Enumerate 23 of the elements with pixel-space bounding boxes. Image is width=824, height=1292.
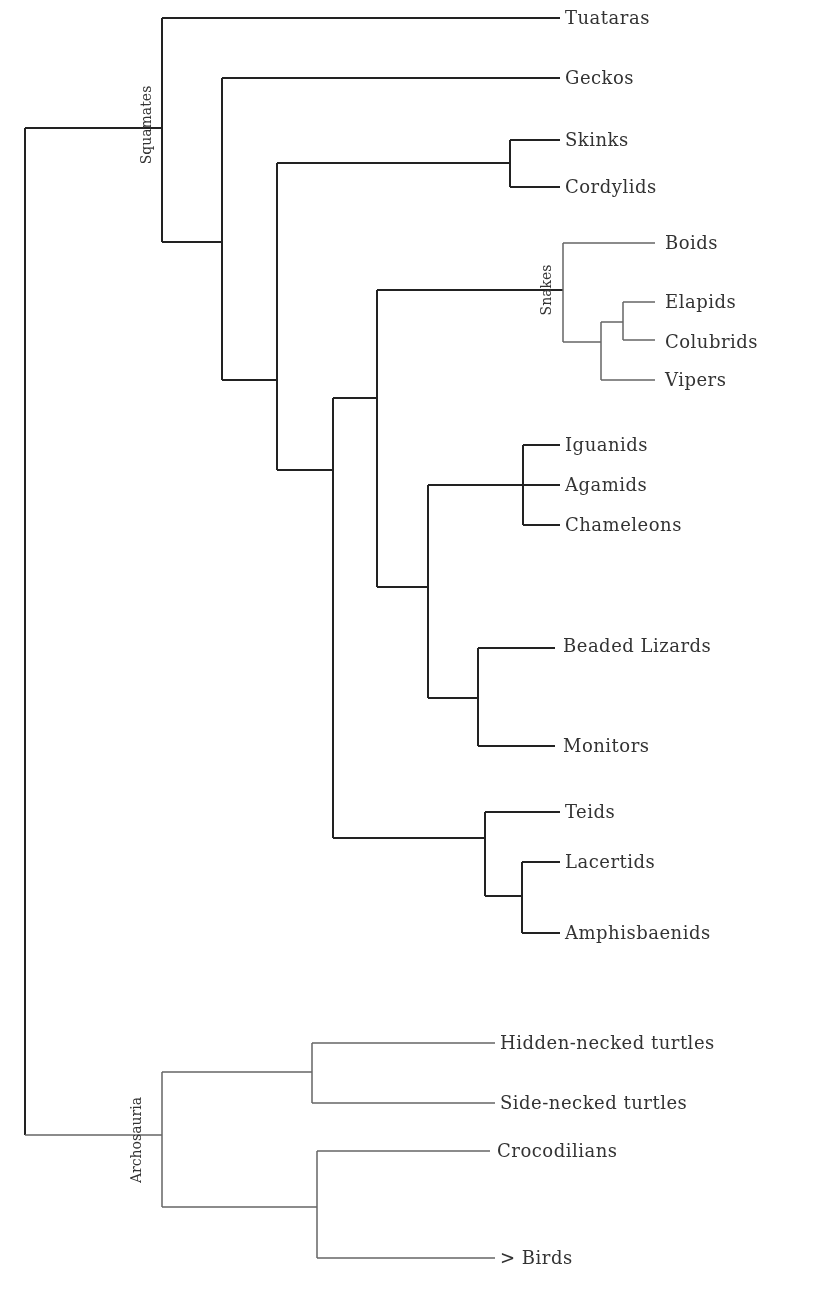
taxon-label: Amphisbaenids	[565, 922, 711, 944]
taxon-label: Beaded Lizards	[563, 635, 712, 657]
taxon-label: Cordylids	[565, 176, 657, 198]
taxon-label: Geckos	[565, 67, 635, 89]
taxon-label: Vipers	[665, 369, 727, 391]
clade-label: Squamates	[138, 85, 154, 165]
taxon-label: Boids	[665, 232, 719, 254]
taxon-label: Elapids	[665, 291, 737, 313]
clade-label: Snakes	[538, 264, 554, 316]
clade-label: Archosauria	[128, 1096, 144, 1184]
taxon-label: Tuataras	[565, 7, 650, 29]
taxon-label: Colubrids	[665, 331, 759, 353]
taxon-label: > Birds	[500, 1247, 573, 1269]
taxon-label: Teids	[565, 801, 616, 823]
taxon-label: Chameleons	[565, 514, 682, 536]
taxon-label: Iguanids	[565, 434, 649, 456]
taxon-label: Hidden-necked turtles	[500, 1032, 715, 1054]
taxon-label: Lacertids	[565, 851, 656, 873]
taxon-label: Crocodilians	[497, 1140, 618, 1162]
taxon-label: Monitors	[563, 735, 650, 757]
taxon-label: Skinks	[565, 129, 629, 151]
taxon-label: Side-necked turtles	[500, 1092, 688, 1114]
taxon-label: Agamids	[565, 474, 648, 496]
